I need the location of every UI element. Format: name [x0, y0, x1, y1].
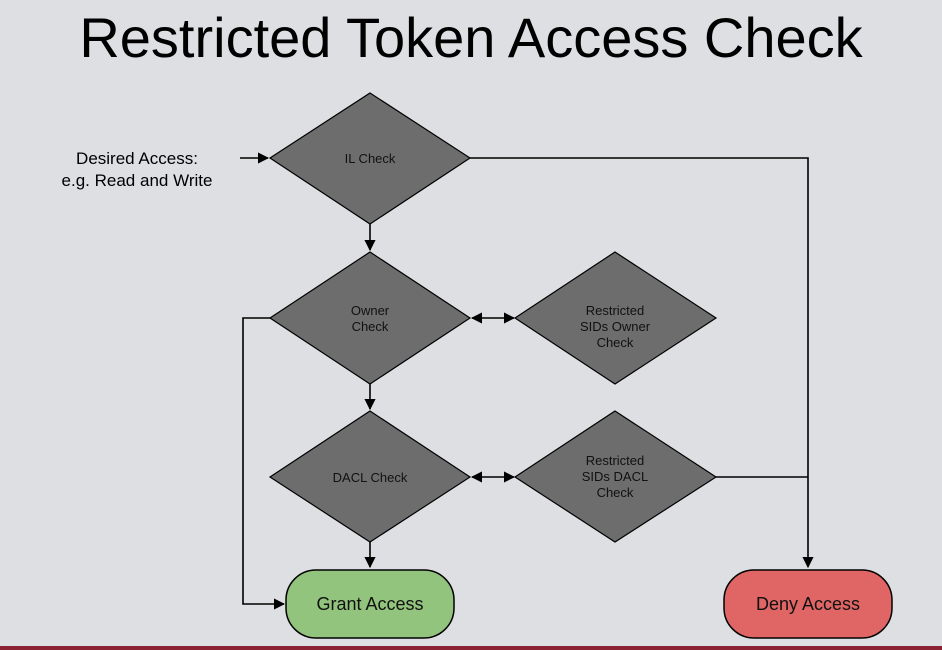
page-title: Restricted Token Access Check [79, 6, 863, 69]
dacl-check-label: DACL Check [333, 470, 408, 485]
decision-dacl-check: DACL Check [268, 410, 472, 543]
terminal-deny-access: Deny Access [723, 569, 893, 639]
restricted-owner-check-label-line2: SIDs Owner [580, 319, 651, 334]
restricted-dacl-check-diamond [513, 410, 718, 543]
il-check-diamond [268, 92, 472, 225]
bottom-accent-bar [0, 646, 942, 650]
dacl-check-diamond [268, 410, 472, 543]
decision-restricted-owner-check: Restricted SIDs Owner Check [513, 251, 718, 385]
terminal-grant-access: Grant Access [285, 569, 455, 639]
restricted-owner-check-label-line1: Restricted [586, 303, 645, 318]
owner-check-label-line2: Check [352, 319, 389, 334]
grant-access-label: Grant Access [316, 594, 423, 614]
deny-access-shape [723, 569, 893, 639]
owner-check-label-line1: Owner [351, 303, 390, 318]
connectors [240, 152, 814, 610]
restricted-dacl-check-label-line3: Check [597, 485, 634, 500]
grant-access-shape [285, 569, 455, 639]
restricted-owner-check-label-line3: Check [597, 335, 634, 350]
desired-access-example: e.g. Read and Write [62, 171, 213, 190]
restricted-dacl-check-label-line2: SIDs DACL [582, 469, 648, 484]
connector-owner-to-grant [242, 317, 286, 610]
restricted-dacl-check-label-line1: Restricted [586, 453, 645, 468]
desired-access-label: Desired Access: [76, 149, 198, 168]
owner-check-diamond [268, 251, 472, 385]
decision-owner-check: Owner Check [268, 251, 472, 385]
restricted-owner-check-diamond [513, 251, 718, 385]
il-check-label: IL Check [345, 151, 396, 166]
decision-il-check: IL Check [268, 92, 472, 225]
deny-access-label: Deny Access [756, 594, 860, 614]
decision-restricted-dacl-check: Restricted SIDs DACL Check [513, 410, 718, 543]
connector-il-to-deny [470, 157, 814, 569]
